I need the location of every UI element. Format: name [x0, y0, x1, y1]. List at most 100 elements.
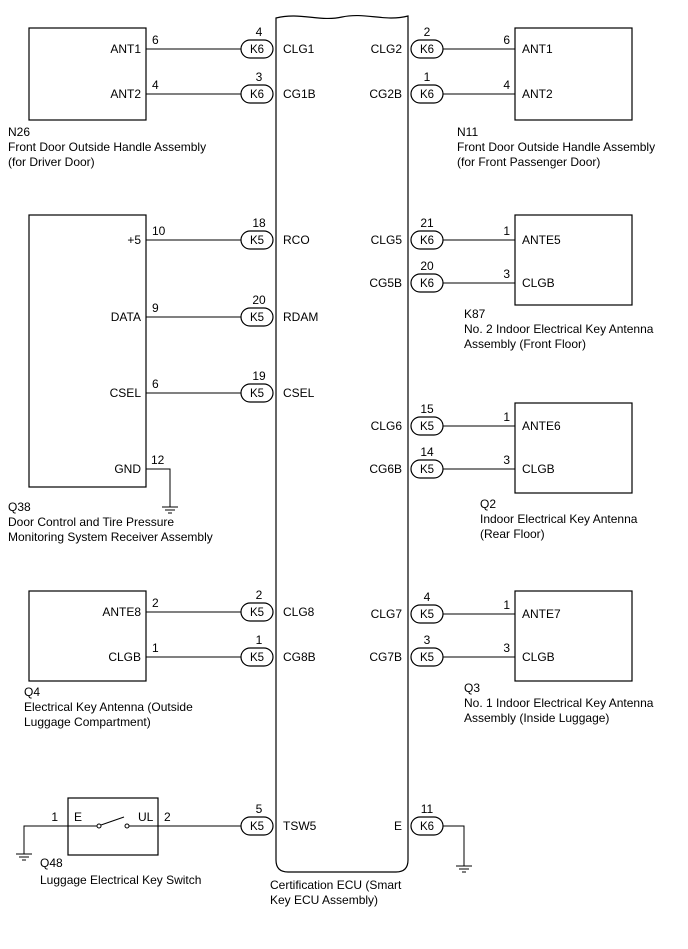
right-comp-pin-7: 3: [503, 641, 510, 655]
left-connector-2: [240, 230, 274, 250]
left-ecu-pin-6: 1: [256, 633, 263, 647]
left-ecu-pin-3: 20: [252, 293, 266, 307]
q38-gnd-pin: 12: [151, 453, 165, 467]
right-ecu-terminal-6: CLG7: [371, 607, 403, 621]
right-ecu-pin-6: 4: [424, 590, 431, 604]
k87-box: [514, 214, 633, 306]
left-ecu-terminal-7: TSW5: [283, 819, 317, 833]
right-ecu-terminal-3: CG5B: [369, 276, 402, 290]
left-ecu-terminal-0: CLG1: [283, 42, 315, 56]
q2-box: [514, 402, 633, 494]
right-connector-4-label: K5: [420, 421, 434, 433]
q48-terminal-e: E: [74, 810, 82, 824]
left-ecu-pin-5: 2: [256, 588, 263, 602]
q3-caption-line3: Assembly (Inside Luggage): [464, 711, 609, 725]
right-comp-terminal-0: ANT1: [522, 42, 553, 56]
left-comp-pin-4: 6: [152, 377, 159, 391]
right-comp-pin-3: 3: [503, 267, 510, 281]
right-comp-terminal-6: ANTE7: [522, 607, 561, 621]
right-ecu-pin-7: 3: [424, 633, 431, 647]
right-comp-pin-6: 1: [503, 598, 510, 612]
left-comp-pin-1: 4: [152, 78, 159, 92]
left-connector-3: [240, 307, 274, 327]
right-connector-5-label: K5: [420, 464, 434, 476]
q38-caption-line2: Door Control and Tire Pressure: [8, 515, 174, 529]
right-connector-3-label: K6: [420, 278, 434, 290]
left-ecu-terminal-1: CG1B: [283, 87, 316, 101]
right-ecu-terminal-7: CG7B: [369, 650, 402, 664]
q3-box: [514, 590, 633, 682]
n11-caption-line2: Front Door Outside Handle Assembly: [457, 140, 655, 154]
q48-switch-blade: [100, 816, 125, 826]
q38-gnd-terminal: GND: [114, 462, 141, 476]
left-comp-terminal-5: ANTE8: [102, 605, 141, 619]
left-connector-2-label: K5: [250, 235, 264, 247]
right-ecu-terminal-4: CLG6: [371, 419, 403, 433]
left-ecu-terminal-3: RDAM: [283, 310, 318, 324]
q48-gnd-pin: 1: [51, 810, 58, 824]
left-comp-pin-3: 9: [152, 301, 159, 315]
wire-q38-gnd: [146, 468, 171, 507]
n11-caption-line1: N11: [457, 125, 478, 139]
right-connector-7: [410, 647, 444, 667]
q48-switch-contact-right: [124, 823, 130, 829]
right-connector-0: [410, 39, 444, 59]
right-ecu-pin-0: 2: [424, 25, 431, 39]
right-comp-terminal-1: ANT2: [522, 87, 553, 101]
right-comp-terminal-5: CLGB: [522, 462, 555, 476]
n26-caption-line3: (for Driver Door): [8, 155, 95, 169]
left-comp-terminal-4: CSEL: [110, 386, 142, 400]
left-connector-4: [240, 383, 274, 403]
q2-caption-line1: Q2: [480, 497, 496, 511]
ground-symbol-q38: [162, 506, 178, 514]
left-connector-5: [240, 602, 274, 622]
right-connector-7-label: K5: [420, 652, 434, 664]
right-connector-3: [410, 273, 444, 293]
left-comp-terminal-0: ANT1: [110, 42, 141, 56]
left-ecu-terminal-6: CG8B: [283, 650, 316, 664]
right-comp-terminal-7: CLGB: [522, 650, 555, 664]
left-ecu-pin-1: 3: [256, 70, 263, 84]
ecu-caption-line1: Certification ECU (Smart: [270, 878, 402, 892]
left-ecu-pin-4: 19: [252, 369, 266, 383]
right-comp-pin-5: 3: [503, 453, 510, 467]
right-comp-pin-2: 1: [503, 224, 510, 238]
k87-caption-line3: Assembly (Front Floor): [464, 337, 586, 351]
q38-caption-line1: Q38: [8, 500, 31, 514]
n26-caption-line2: Front Door Outside Handle Assembly: [8, 140, 206, 154]
right-ecu-terminal-0: CLG2: [371, 42, 403, 56]
ecu-gnd-connector: [410, 816, 444, 836]
left-connector-6-label: K5: [250, 652, 264, 664]
q4-caption-line3: Luggage Compartment): [24, 715, 151, 729]
right-ecu-pin-3: 20: [420, 259, 434, 273]
ecu-gnd-pin: 11: [421, 802, 434, 816]
right-connector-2: [410, 230, 444, 250]
left-comp-pin-2: 10: [152, 224, 166, 238]
right-ecu-terminal-1: CG2B: [369, 87, 402, 101]
left-comp-terminal-2: +5: [127, 233, 141, 247]
q4-caption-line1: Q4: [24, 685, 40, 699]
right-ecu-pin-4: 15: [420, 402, 434, 416]
q48-caption-line2: Luggage Electrical Key Switch: [40, 873, 201, 887]
left-connector-5-label: K5: [250, 607, 264, 619]
left-connector-1: [240, 84, 274, 104]
left-comp-terminal-3: DATA: [111, 310, 141, 324]
left-connector-7-label: K5: [250, 821, 264, 833]
ground-symbol-q48: [16, 853, 32, 861]
q48-caption-line1: Q48: [40, 856, 63, 870]
q2-caption-line2: Indoor Electrical Key Antenna: [480, 512, 638, 526]
wires-layer: [16, 48, 515, 873]
ecu-caption-line2: Key ECU Assembly): [270, 893, 378, 907]
left-connector-4-label: K5: [250, 388, 264, 400]
left-connector-7: [240, 816, 274, 836]
wire-q48-gnd: [23, 825, 68, 854]
q48-switch-contact-left: [96, 823, 102, 829]
ground-symbol-ecu: [456, 865, 472, 873]
left-comp-pin-0: 6: [152, 33, 159, 47]
left-ecu-pin-2: 18: [252, 216, 266, 230]
right-ecu-terminal-5: CG6B: [369, 462, 402, 476]
k87-caption-line2: No. 2 Indoor Electrical Key Antenna: [464, 322, 654, 336]
ecu-gnd-terminal: E: [394, 819, 402, 833]
